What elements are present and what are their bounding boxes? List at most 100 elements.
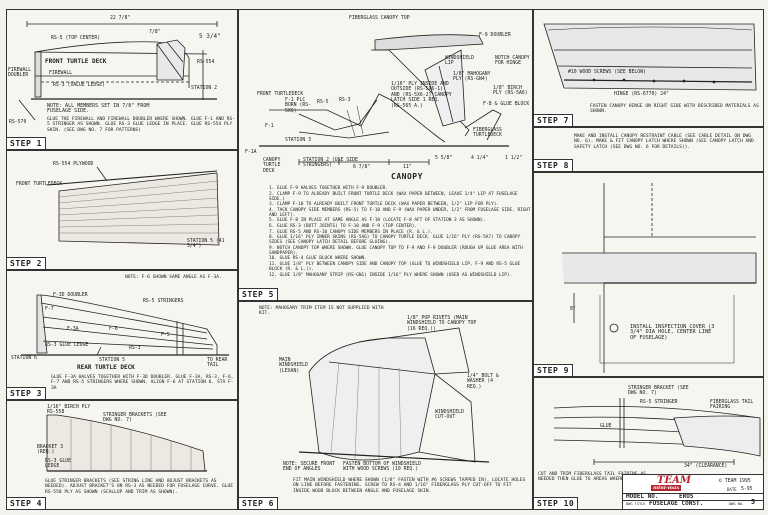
step-9-diagram <box>562 183 757 373</box>
step-3-diagram <box>21 294 229 356</box>
label-rs5-stringer: RS-5 STRINGER <box>640 400 678 405</box>
label-front-turtledeck: FRONT TURTLEDECK <box>257 92 304 97</box>
label-fiberglass-canopy-top: FIBERGLASS CANOPY TOP <box>349 16 410 21</box>
step-8-instructions: MAKE AND INSTALL CANOPY RESTRAINT CABLE … <box>574 134 754 150</box>
dim-1-1-2: 1 1/2" <box>505 156 523 161</box>
step-2-label: STEP 2 <box>7 257 46 269</box>
label-windshield-lip: WINDSHIELD LIP <box>445 56 474 67</box>
dwg-title-label: DWG TITLE <box>626 502 646 506</box>
label-birch-ply: 1/16" BIRCH PLY RS-558 <box>47 405 91 416</box>
step-2-panel: RS-554 PLYWOOD FRONT TURTLEDECK STATION … <box>6 150 238 270</box>
dwg-title: FUSELAGE CONST. <box>649 500 704 507</box>
label-turtledeck-fiberglass: FIBERGLASS TURTLEDECK <box>473 128 502 139</box>
step-7-diagram <box>543 23 757 91</box>
label-f6: F-6 <box>109 327 118 332</box>
label-rs5-top: RS-5 (TOP CENTER) <box>51 36 101 41</box>
step-4-instructions: GLUE STRINGER BRACKETS (SEE STRING LINE … <box>45 479 234 495</box>
dim-6-7-8: 6 7/8" <box>353 165 371 170</box>
step-2-diagram <box>46 166 220 246</box>
canopy-step-item: 5. GLUE F-8 IN PLACE AT SAME ANGLE AS F-… <box>269 218 486 224</box>
label-secure-front: NOTE: SECURE FRONT END OF ANGLES <box>283 462 335 473</box>
label-f1: F-1 <box>265 124 274 129</box>
label-f1a: F-1A <box>245 150 257 155</box>
step-4-label: STEP 4 <box>7 497 46 509</box>
dwg-no-label: DWG NO. <box>729 502 745 506</box>
step-4-diagram <box>46 414 207 472</box>
step-5-label: STEP 5 <box>239 288 278 300</box>
dim-4-1-4: 4 1/4" <box>471 156 489 161</box>
step-8-panel: MAKE AND INSTALL CANOPY RESTRAINT CABLE … <box>533 127 764 172</box>
label-station-5-rear: STATION 5 <box>99 358 125 363</box>
label-stringer-brackets: STRINGER BRACKETS (SEE DWG NO. 7) <box>103 413 167 424</box>
label-bolt-washer: 1/4" BOLT & WASHER (4 REQ.) <box>467 374 499 390</box>
canopy-step-item: 3. CLAMP F-10 TO ALREADY BUILT FRONT TUR… <box>269 202 499 208</box>
label-notch-canopy: NOTCH CANOPY FOR HINGE <box>495 56 530 67</box>
label-to-rear: TO REAR TAIL <box>207 358 228 369</box>
label-rs5-stringers: RS-5 STRINGERS <box>143 299 184 304</box>
label-canopy-turtle-deck: CANOPY TURTLE DECK <box>263 158 281 174</box>
label-bracket: BRACKET 3 (REQ.) <box>37 445 63 456</box>
label-pop-rivets: 1/8" POP RIVETS (MAIN WINDSHIELD TO CANO… <box>407 316 477 332</box>
label-rs3: RS-3 <box>129 346 141 351</box>
model-value: EROS <box>679 493 694 500</box>
canopy-step-item: 4. TACK CANOPY SIDE MEMBERS (RS-5) TO F-… <box>269 207 531 218</box>
dim-8: 8" <box>570 307 576 312</box>
step-10-instructions: CUT AND TRIM FIBERGLASS TAIL FAIRING AS … <box>538 472 646 483</box>
step-6-note: NOTE: MAHOGANY TRIM ITEM IS NOT SUPPLIED… <box>259 306 384 317</box>
step-3-note: NOTE: F-6 SHOWN SAME ANGLE AS F-3A. <box>125 275 222 280</box>
dim-11: 11" <box>403 165 412 170</box>
step-7-label: STEP 7 <box>534 114 573 126</box>
label-front-turtledeck: FRONT TURTLEDECK <box>16 182 63 187</box>
label-birch-ply: 1/8" BIRCH PLY (RS-5A6) <box>493 86 528 97</box>
canopy-step-item: 6. GLUE RS-3 (BUTT JOINTS) TO F-10 AND F… <box>269 223 418 229</box>
date-value: 5-95 <box>741 487 753 492</box>
copyright: © TEAM 1995 <box>719 479 751 484</box>
label-inspection-cover: INSTALL INSPECTION COVER (3 3/4" DIA HOL… <box>630 324 715 341</box>
dim-offset: 7/8" <box>149 30 161 35</box>
model-label: MODEL NO. <box>626 493 659 500</box>
step-3-panel: NOTE: F-6 SHOWN SAME ANGLE AS F-3A. F-3D… <box>6 270 238 400</box>
label-glue-ledge: RS-3 GLUE LEDGE <box>45 343 89 348</box>
label-rs554-plywood: RS-554 PLYWOOD <box>53 162 94 167</box>
label-rs5: RS-5 <box>317 100 329 105</box>
step-7-instructions: FASTEN CANOPY HINGE ON RIGHT SIDE WITH D… <box>590 104 759 115</box>
label-rs3-ledge: RS-3 GLUE LEDGE <box>45 459 71 470</box>
step-1-note: NOTE: ALL MEMBERS SET IN 7/8" FROM FUSEL… <box>47 103 150 115</box>
step-4-panel: 1/16" BIRCH PLY RS-558 STRINGER BRACKETS… <box>6 400 238 510</box>
label-f5: F-5 <box>161 333 170 338</box>
label-wood-screws: #10 WOOD SCREWS (SEE BELOW) <box>568 70 646 75</box>
canopy-step-item: 1. GLUE F-9 HALVES TOGETHER WITH F-9 DOU… <box>269 186 388 191</box>
title-block: TEAM mini-max © TEAM 1995 DATE 5-95 MODE… <box>622 474 763 509</box>
label-f3a: F-3A <box>67 327 79 332</box>
step-3-instructions: GLUE F-3A HALVES TOGETHER WITH F-3D DOUB… <box>51 375 234 391</box>
label-station-2: STATION 2 <box>191 86 217 91</box>
step-10-panel: STRINGER BRACKET (SEE DWG NO. 7) RS-5 ST… <box>533 377 764 510</box>
canopy-step-item: 11. GLUE 1/8" PLY BETWEEN CANOPY SIDE AN… <box>269 261 521 272</box>
dim-5-5-8: 5 5/8" <box>435 156 453 161</box>
step-9-panel: 8" INSTALL INSPECTION COVER (3 3/4" DIA … <box>533 172 764 377</box>
label-f3d-doubler: F-3D DOUBLER <box>53 293 88 298</box>
step-1-diagram <box>18 21 218 121</box>
step-5-panel: FIBERGLASS CANOPY TOP F-9 DOUBLER WINDSH… <box>238 9 533 301</box>
step-6-panel: NOTE: MAHOGANY TRIM ITEM IS NOT SUPPLIED… <box>238 301 533 510</box>
canopy-step-item: 2. CLAMP F-9 TO ALREADY BUILT FRONT TURT… <box>269 191 518 202</box>
step-6-label: STEP 6 <box>239 497 278 509</box>
label-fasten-bottom: FASTEN BOTTOM OF WINDSHIELD WITH WOOD SC… <box>343 462 421 473</box>
step-6-diagram <box>298 327 490 463</box>
label-rs3: RS-3 <box>339 98 351 103</box>
label-rs3: RS-3 (VALUE LEDGE) <box>53 83 105 88</box>
step-1-panel: 22 7/8" 7/8" 5 3/4" RS-5 (TOP CENTER) FR… <box>6 9 238 150</box>
label-station-2-side: STATION 2 (USE SIDE STRINGERS) <box>303 158 358 169</box>
dwg-no: 5 <box>751 498 756 506</box>
step-7-panel: #10 WOOD SCREWS (SEE BELOW) HINGE (RS-67… <box>533 9 764 127</box>
dim-overall: 22 7/8" <box>110 16 131 21</box>
team-logo-sub: mini-max <box>651 485 682 491</box>
label-ply-skins: 1/16" PLY INSIDE AND OUTSIDE (RS-5X6-1) … <box>391 82 452 109</box>
step-9-label: STEP 9 <box>534 364 573 376</box>
label-firewall: FIREWALL <box>49 71 73 76</box>
dim-depth: 5 3/4" <box>199 33 221 40</box>
label-main-windshield: MAIN WINDSHIELD (LEXAN) <box>279 358 308 374</box>
canopy-step-item: 12. GLUE 1/8" MAHOGANY STRIP (RS-GN1) IN… <box>269 272 513 278</box>
label-rs570: RS-570 <box>9 120 27 125</box>
